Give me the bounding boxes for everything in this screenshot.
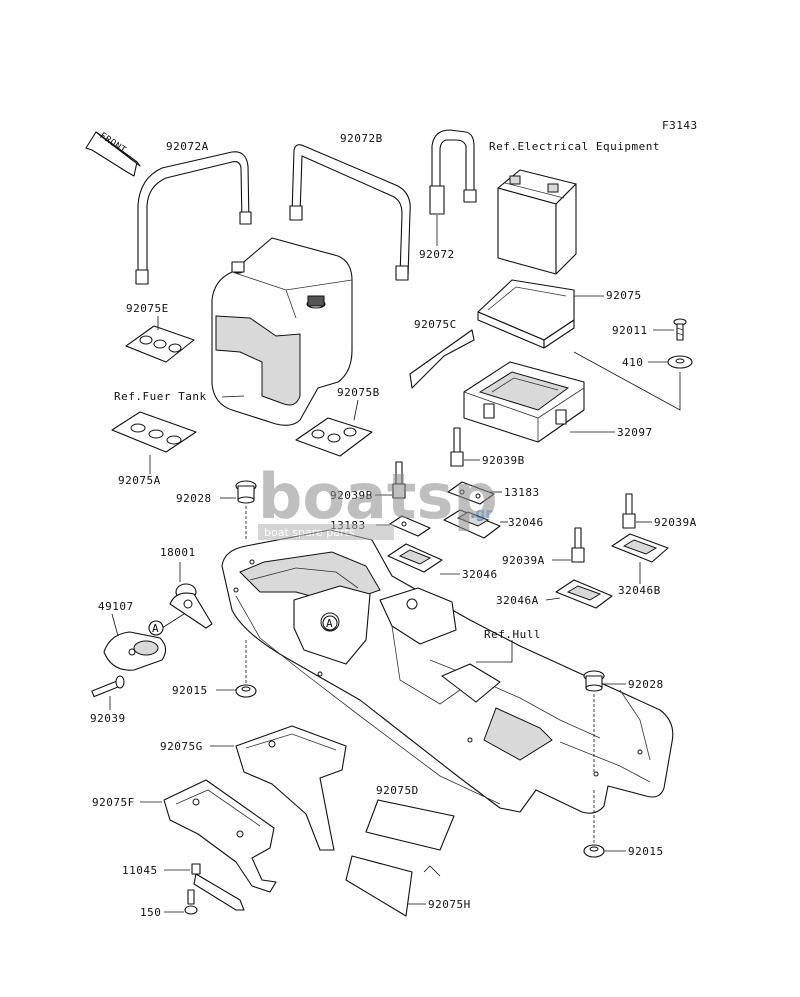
pin-92039: [91, 675, 125, 698]
label-92039: 92039: [90, 712, 126, 725]
label-410: 410: [622, 356, 643, 369]
label-92039a-right: 92039A: [654, 516, 697, 529]
leader-callout-a-switch: [161, 613, 185, 629]
label-92075: 92075: [606, 289, 642, 302]
strap-92072a: [135, 151, 252, 285]
bracket-13183-upper: [447, 481, 495, 505]
label-32046b: 32046B: [618, 584, 661, 597]
bolt-150: [184, 889, 198, 915]
label-92039a-mid: 92039A: [502, 554, 545, 567]
plug-92028-upper: [235, 480, 257, 504]
label-32046-upper: 32046: [508, 516, 544, 529]
cap-49107: [103, 631, 167, 671]
label-ref-hull: Ref.Hull: [484, 628, 541, 641]
pad-92075e: [125, 325, 195, 363]
label-sticker-92075h: [345, 855, 413, 917]
leader-ref-fuel-tank: [221, 395, 245, 398]
screw-92011: [673, 318, 687, 341]
nut-92015-right: [583, 844, 605, 858]
bracket-13183-lower: [389, 515, 431, 537]
bracket-32046a: [555, 579, 613, 609]
callout-a-hull-letter: A: [326, 617, 333, 630]
label-92075g: 92075G: [160, 740, 203, 753]
watermark-logo: boatsp .gr boat spare parts: [258, 460, 498, 540]
watermark-text: boatsp: [258, 460, 498, 533]
switch-18001: [169, 583, 213, 629]
label-92039b-lower: 92039B: [330, 489, 373, 502]
leader-49107: [111, 613, 119, 637]
label-92075b: 92075B: [337, 386, 380, 399]
callout-a-hull: [322, 615, 338, 631]
label-92075d: 92075D: [376, 784, 419, 797]
pad-92075a: [111, 411, 197, 453]
watermark-domain: .gr: [470, 506, 492, 522]
label-92072a: 92072A: [166, 140, 209, 153]
watermark-tagline-bar: [258, 524, 394, 540]
battery-tray-92075: [477, 279, 575, 349]
label-92028-upper: 92028: [176, 492, 212, 505]
label-92072: 92072: [419, 248, 455, 261]
label-92015-left: 92015: [172, 684, 208, 697]
label-92075e: 92075E: [126, 302, 169, 315]
label-11045: 11045: [122, 864, 158, 877]
label-92011: 92011: [612, 324, 648, 337]
tick-92075h: [423, 865, 441, 877]
bolt-92039a-right: [622, 493, 636, 529]
label-32046-lower: 32046: [462, 568, 498, 581]
bolt-92039b-upper: [450, 427, 464, 467]
label-sticker-92075d: [365, 799, 455, 851]
bracket-32046b: [611, 533, 669, 563]
bracket-32046-lower: [387, 543, 443, 573]
front-arrow-icon: FRONT: [85, 131, 141, 177]
label-92039b-upper: 92039B: [482, 454, 525, 467]
pad-92075b: [295, 417, 373, 457]
cover-92075f: [163, 779, 277, 893]
washer-410: [667, 355, 693, 369]
label-18001: 18001: [160, 546, 196, 559]
clip-11045: [191, 863, 245, 911]
label-92028-right: 92028: [628, 678, 664, 691]
leader-92075b: [353, 399, 359, 421]
label-13183-upper: 13183: [504, 486, 540, 499]
bolt-92039b-lower: [392, 461, 406, 499]
watermark-tagline: boat spare parts: [264, 526, 355, 539]
leader-ref-hull: [476, 640, 513, 663]
strap-92072b: [289, 144, 411, 281]
hull-ref: [221, 529, 674, 814]
label-92075a: 92075A: [118, 474, 161, 487]
callout-a-cap-letter: A: [152, 622, 159, 635]
callout-a-cap: [148, 620, 164, 636]
label-ref-fuel-tank: Ref.Fuer Tank: [114, 390, 207, 403]
bolt-92039a-mid: [571, 527, 585, 563]
label-150: 150: [140, 906, 161, 919]
pad-92075c: [409, 329, 475, 389]
bracket-32046-upper: [443, 509, 501, 539]
label-32046a: 32046A: [496, 594, 539, 607]
label-ref-electrical: Ref.Electrical Equipment: [489, 140, 660, 153]
label-92015-right: 92015: [628, 845, 664, 858]
label-92075c: 92075C: [414, 318, 457, 331]
label-49107: 49107: [98, 600, 134, 613]
fuel-tank-ref: [211, 237, 353, 426]
cover-92075g: [235, 725, 347, 851]
strap-92072: [429, 129, 477, 215]
label-92072b: 92072B: [340, 132, 383, 145]
label-32097: 32097: [617, 426, 653, 439]
battery-case-32097: [463, 361, 585, 443]
figure-code: F3143: [662, 119, 698, 132]
leader-410-range: [573, 351, 681, 411]
plug-92028-right: [583, 670, 605, 692]
label-92075h: 92075H: [428, 898, 471, 911]
leader-32046a: [545, 597, 561, 601]
label-92075f: 92075F: [92, 796, 135, 809]
nut-92015-left: [235, 684, 257, 698]
battery-ref-electrical: [497, 169, 577, 275]
